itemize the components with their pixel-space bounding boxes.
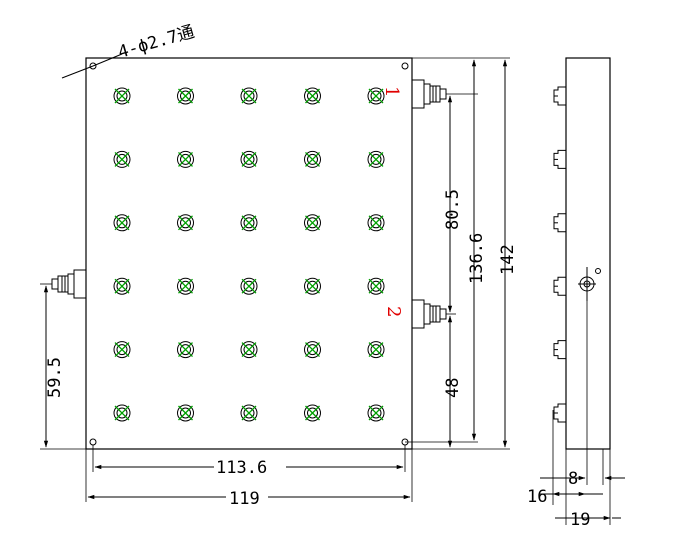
screw-6-5	[367, 404, 385, 422]
connector-port2	[411, 299, 447, 329]
screw-5-4	[304, 341, 321, 359]
dim-48: 48	[443, 378, 463, 398]
screw-1-4	[304, 87, 321, 105]
dim-136-6: 136.6	[467, 233, 487, 284]
screw-1-2	[177, 87, 194, 105]
screw-3-3	[240, 214, 258, 232]
port2-label: 2	[383, 306, 404, 317]
screw-5-1	[113, 341, 131, 359]
screw-6-3	[240, 404, 258, 422]
dim-16: 16	[527, 487, 547, 507]
screw-4-1	[113, 277, 131, 295]
screw-3-5	[367, 214, 385, 232]
port1-label: 1	[381, 86, 402, 97]
screw-6-4	[304, 404, 321, 422]
side-stud-5	[553, 340, 566, 360]
screw-1-1	[113, 87, 131, 105]
mounting-hole-bl	[89, 438, 97, 446]
dim-142: 142	[498, 244, 518, 275]
side-view-body	[565, 57, 611, 450]
connector-left	[51, 269, 87, 299]
screw-1-3	[240, 87, 258, 105]
screw-2-2	[177, 150, 194, 168]
side-stud-1	[553, 86, 566, 106]
side-stud-3	[553, 213, 566, 233]
screw-2-4	[304, 150, 321, 168]
screw-5-2	[177, 341, 194, 359]
screw-6-1	[113, 404, 131, 422]
screw-5-3	[240, 341, 258, 359]
dim-8: 8	[568, 469, 578, 489]
screw-4-3	[240, 277, 258, 295]
hole-note: 4-ϕ2.7通	[116, 22, 197, 63]
screw-grid	[113, 87, 385, 422]
screw-4-4	[304, 277, 321, 295]
side-stud-4	[553, 276, 566, 296]
screw-3-2	[177, 214, 194, 232]
side-stud-6	[553, 403, 566, 423]
side-port	[578, 267, 601, 301]
side-stud-2	[553, 149, 566, 169]
screw-2-5	[367, 150, 385, 168]
dim-113-6: 113.6	[216, 458, 267, 478]
dim-80-5: 80.5	[443, 189, 463, 230]
dim-119: 119	[229, 489, 260, 509]
screw-1-5	[367, 87, 385, 105]
dim-19: 19	[570, 510, 590, 530]
front-view-body	[85, 57, 413, 450]
screw-2-1	[113, 150, 131, 168]
mounting-hole-tl	[89, 62, 97, 70]
screw-5-5	[367, 341, 385, 359]
hole-note-leader	[61, 65, 94, 79]
screw-4-5	[367, 277, 385, 295]
screw-4-2	[177, 277, 194, 295]
screw-6-2	[177, 404, 194, 422]
screw-2-3	[240, 150, 258, 168]
screw-3-1	[113, 214, 131, 232]
connector-port1	[411, 79, 447, 109]
dim-59-5: 59.5	[45, 357, 65, 398]
screw-3-4	[304, 214, 321, 232]
mounting-hole-tr	[401, 62, 409, 70]
side-studs	[553, 86, 566, 423]
